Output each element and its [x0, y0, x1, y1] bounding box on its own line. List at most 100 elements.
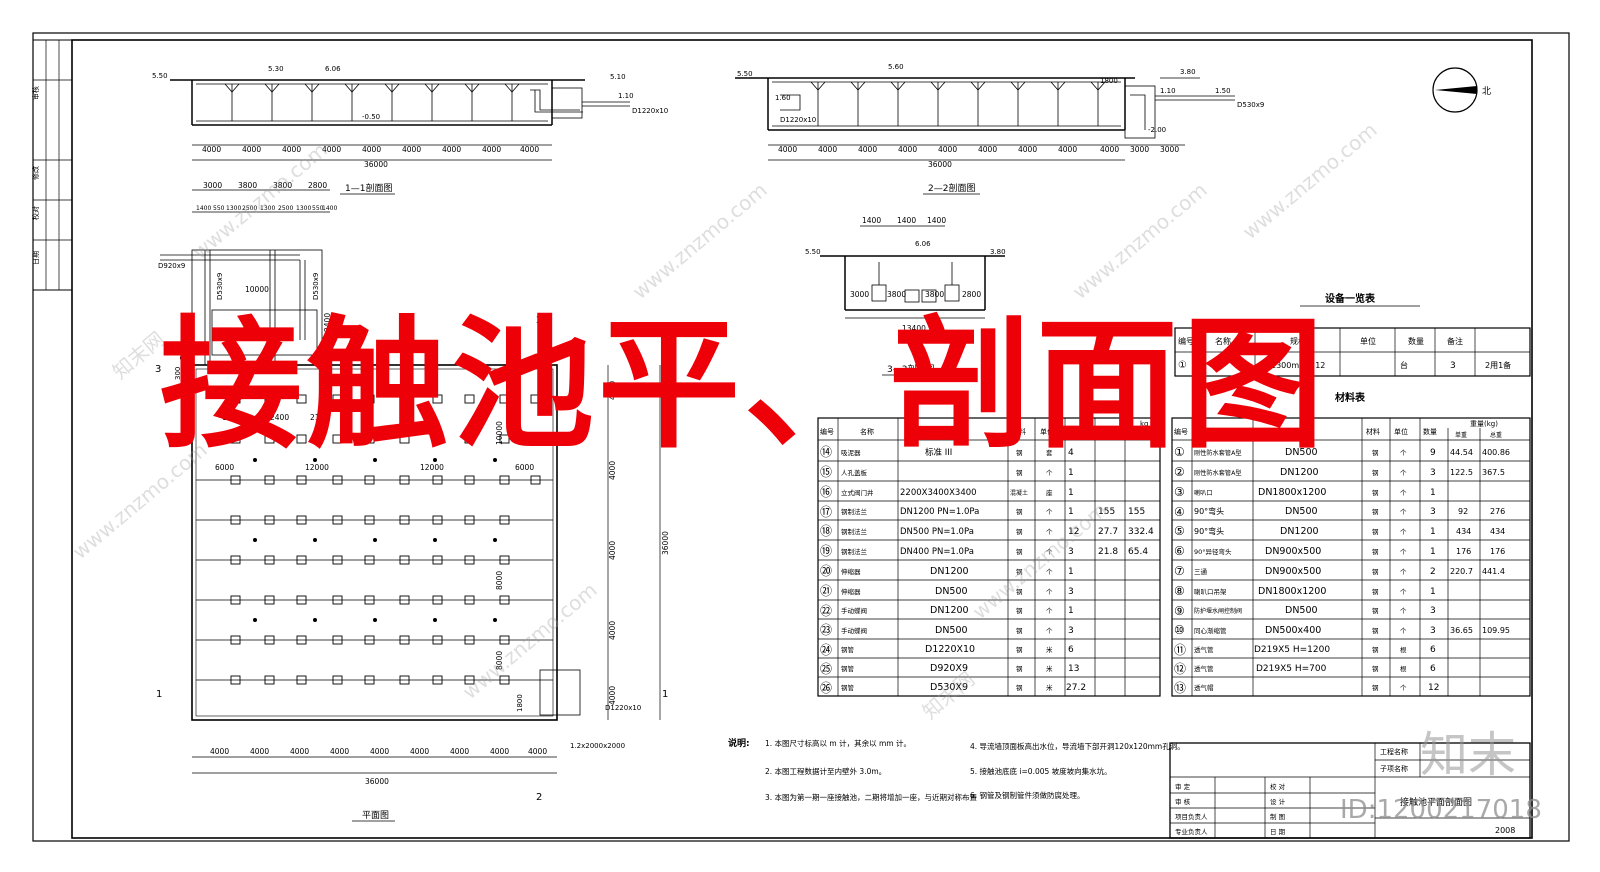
- svg-text:立式阀门井: 立式阀门井: [841, 488, 874, 497]
- plan-sub-dim-4: 2500: [242, 205, 257, 212]
- mr-row: ⑨ 防护堰水闸控制阀 DN500 钢 个 3: [1174, 604, 1436, 618]
- plan-view: 3000 3800 3800 2800 1400 550 1300 2500 1…: [155, 181, 670, 822]
- svg-text:400.86: 400.86: [1482, 448, 1510, 457]
- svg-text:3: 3: [1068, 626, 1074, 636]
- plan-sub-dim-7: 1300: [296, 205, 311, 212]
- svg-text:㉖: ㉖: [820, 681, 832, 695]
- svg-text:钢: 钢: [1016, 449, 1023, 457]
- svg-text:1: 1: [1430, 488, 1436, 498]
- equip-h5: 数量: [1408, 336, 1424, 346]
- svg-text:DN900x500: DN900x500: [1265, 546, 1321, 557]
- plan-bottom-dim-7: 4000: [450, 747, 469, 756]
- plan-width-dim-1: 6000: [215, 463, 234, 472]
- svg-text:个: 个: [1400, 684, 1407, 692]
- svg-text:㉒: ㉒: [820, 604, 832, 618]
- svg-text:①: ①: [1174, 445, 1185, 459]
- mr-row: ⑪ 透气管 D219X5 H=1200 钢 根 6: [1174, 643, 1436, 657]
- plan-sub-dim-5: 1300: [260, 205, 275, 212]
- svg-text:220.7: 220.7: [1450, 567, 1473, 576]
- svg-text:1: 1: [1068, 606, 1074, 616]
- strip-label-3: 校对: [31, 206, 40, 220]
- tb-r1-a: 审 定: [1175, 782, 1191, 791]
- svg-text:13: 13: [1068, 664, 1079, 674]
- svg-text:钢: 钢: [1372, 684, 1379, 692]
- mr-row: ⑦ 三通 DN900x500 钢 个 2 220.7 441.4: [1174, 564, 1505, 578]
- strip-label-2: 修改: [31, 166, 40, 180]
- mr-row: ⑫ 透气管 D219X5 H=700 钢 根 6: [1174, 662, 1436, 676]
- equip-title: 设备一览表: [1325, 292, 1376, 305]
- plan-right-dim-6: 4000: [608, 621, 617, 640]
- s11-level-a: 5.50: [152, 72, 168, 80]
- plan-pipe-2: D530x9: [216, 273, 224, 300]
- ml-row: ⑭ 吸泥器 标准 III 钢 套 4: [820, 445, 1074, 459]
- ml-row: ⑰ 钢制法兰 DN1200 PN=1.0Pa 钢 个 1 155 155: [820, 505, 1145, 519]
- svg-text:DN1800x1200: DN1800x1200: [1258, 586, 1326, 597]
- svg-text:㉑: ㉑: [820, 584, 832, 598]
- svg-text:刚性防水套管A型: 刚性防水套管A型: [1194, 449, 1242, 457]
- ml-h4: 材料: [1012, 427, 1026, 436]
- svg-text:㉔: ㉔: [820, 643, 832, 657]
- note-3: 3. 本图为第一期一座接触池，二期将增加一座，与近期对称布置: [765, 792, 978, 802]
- equip-r-no: ①: [1178, 360, 1187, 371]
- s11-level-c: 6.06: [325, 65, 341, 73]
- s33-dim-mid-3: 3800: [925, 290, 944, 299]
- notes-label: 说明:: [728, 737, 750, 749]
- ml-h7: 单重: [1100, 431, 1112, 439]
- section-3-3: 1400 1400 1400 5.50 6.06 3.80 3000 3800 …: [805, 216, 1006, 376]
- svg-text:122.5: 122.5: [1450, 468, 1473, 477]
- plan-right-dim-5: 4000: [608, 541, 617, 560]
- svg-text:伸缩器: 伸缩器: [841, 567, 861, 576]
- svg-text:12: 12: [1428, 683, 1439, 693]
- ml-row: ㉕ 钢管 D920X9 钢 米 13: [820, 662, 1079, 676]
- svg-text:⑨: ⑨: [1174, 604, 1185, 618]
- s22-level-b: 5.60: [888, 63, 904, 71]
- ml-row: ㉖ 钢管 D530X9 钢 米 27.2: [820, 681, 1086, 695]
- svg-text:⑪: ⑪: [1174, 643, 1186, 657]
- svg-text:个: 个: [1046, 568, 1053, 576]
- svg-text:1: 1: [1068, 488, 1074, 498]
- plan-bottom-total: 36000: [365, 777, 389, 786]
- svg-text:DN500: DN500: [935, 625, 968, 636]
- s22-dim-10: 3000: [1130, 145, 1149, 154]
- svg-text:DN1200: DN1200: [1280, 467, 1319, 478]
- svg-text:米: 米: [1046, 645, 1053, 654]
- svg-text:90°弯头: 90°弯头: [1194, 506, 1224, 516]
- svg-text:DN500: DN500: [935, 586, 968, 597]
- svg-text:个: 个: [1400, 449, 1407, 457]
- svg-text:钢: 钢: [1016, 665, 1023, 673]
- svg-text:混凝土: 混凝土: [1010, 489, 1028, 497]
- s11-dim-3: 4000: [282, 145, 301, 154]
- north-arrow: 北: [1432, 67, 1491, 113]
- plan-dim-2400: 2400: [323, 313, 332, 332]
- svg-text:6: 6: [1430, 645, 1436, 655]
- plan-mark-3: 3: [155, 364, 161, 375]
- svg-text:个: 个: [1400, 528, 1407, 536]
- svg-text:DN900x500: DN900x500: [1265, 566, 1321, 577]
- s22-dim-3: 4000: [858, 145, 877, 154]
- svg-text:钢: 钢: [1016, 607, 1023, 615]
- plan-corner-dim: 1800: [516, 694, 524, 712]
- svg-text:钢: 钢: [1372, 646, 1379, 654]
- svg-text:钢: 钢: [1372, 469, 1379, 477]
- s33-dim-top-1: 1400: [862, 216, 881, 225]
- svg-text:钢: 钢: [1372, 449, 1379, 457]
- material-table-left: 编号 名称 规格 材料 单位 数量 单重 总重 kg ⑭ 吸泥器 标准 III …: [817, 417, 1161, 697]
- svg-text:个: 个: [1046, 548, 1053, 556]
- mr-h2: 名称: [1215, 427, 1229, 436]
- north-label: 北: [1482, 86, 1491, 97]
- plan-row-dim-1: 1400: [222, 413, 241, 422]
- mr-h3: 规格: [1300, 427, 1314, 436]
- svg-text:透气管: 透气管: [1194, 645, 1214, 654]
- s33-level-b: 6.06: [915, 240, 931, 248]
- equip-r-unit: 台: [1400, 360, 1408, 370]
- ml-h2: 名称: [860, 427, 874, 436]
- s22-level-a: 5.50: [737, 70, 753, 78]
- strip-label-1: 审核: [31, 86, 40, 100]
- svg-text:⑳: ⑳: [820, 564, 832, 578]
- equip-r-spec: Q=1300m³/h, 12: [1258, 361, 1325, 370]
- s22-level-d: 3.80: [1180, 68, 1196, 76]
- wm-site-4: www.znzmo.com: [1068, 178, 1212, 304]
- svg-text:1: 1: [1430, 527, 1436, 537]
- svg-text:钢: 钢: [1372, 588, 1379, 596]
